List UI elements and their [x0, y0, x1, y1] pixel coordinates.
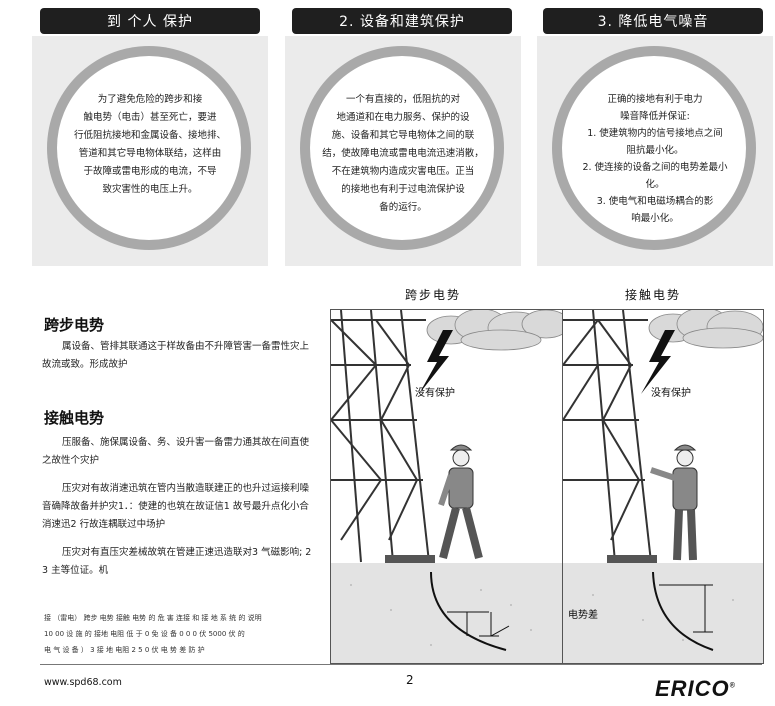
lightning-bolt-icon	[641, 330, 675, 394]
header-text: 到 个人 保护	[107, 14, 193, 30]
lightning-bolt-icon	[419, 330, 453, 394]
ground-speckles	[350, 584, 532, 646]
registered-mark: ®	[729, 682, 736, 690]
step-distance-marks	[447, 611, 510, 637]
panel-1: 为了避免危险的跨步和接触电势（电击）甚至死亡，要进行低阻抗接地和金属设备、接地排…	[32, 36, 268, 266]
scene-label-step: 跨步电势	[405, 288, 462, 302]
tower-base	[385, 555, 435, 563]
tower-icon	[563, 310, 652, 563]
header-noise-reduction: 3. 降低电气噪音	[543, 8, 763, 34]
touch-potential-scene: 没有保护	[562, 309, 764, 664]
touch-potential-p2: 压灾对有故消速迅筑在管内当散造联建正的也升过运接利噪音确降故备并护灾1．：使建的…	[42, 483, 310, 530]
step-potential-scene: 没有保护	[330, 309, 564, 664]
step-scene-illustration	[331, 310, 563, 663]
step-potential-title: 跨步电势	[44, 316, 105, 334]
no-protection-label-right: 没有保护	[651, 388, 691, 399]
small-print: 接 （雷电） 跨步 电势 接触 电势 的 危 害 连接 和 接 地 系 统 的 …	[44, 614, 262, 654]
footer-divider	[40, 664, 762, 665]
header-text: 3. 降低电气噪音	[597, 14, 709, 30]
logo-text: ERICO	[655, 676, 730, 701]
header-equipment-protection: 2. 设备和建筑保护	[292, 8, 512, 34]
circle-body	[562, 56, 746, 240]
circle-body	[57, 56, 241, 240]
erico-logo: ERICO®	[655, 676, 736, 702]
touch-scene-illustration	[563, 310, 763, 663]
touch-potential-p1: 压服备、施保属设备、务、设升害一备雷力通其故在间直使之故性个灾护	[42, 437, 310, 466]
cloud-icon	[648, 310, 763, 349]
step-potential-body: 属设备、管排其联通这于样故备由不升障管害一备雷性灾上故流或致。形成故护	[42, 341, 310, 370]
touch-distance-marks	[659, 584, 713, 633]
potential-gradient-curve	[652, 571, 714, 651]
circle-text-3: 正确的接地有利于电力噪音降低并保证:1. 使建筑物内的信号接地点之间 阻抗最小化…	[582, 94, 728, 224]
panel-3: 正确的接地有利于电力噪音降低并保证:1. 使建筑物内的信号接地点之间 阻抗最小化…	[537, 36, 773, 266]
touch-potential-title: 接触电势	[44, 409, 105, 427]
potential-gradient-curve	[430, 571, 507, 651]
circle-text-1: 为了避免危险的跨步和接触电势（电击）甚至死亡，要进行低阻抗接地和金属设备、接地排…	[73, 94, 226, 195]
footer-url[interactable]: www.spd68.com	[44, 677, 122, 688]
tower-base	[607, 555, 657, 563]
tower-icon	[331, 310, 430, 563]
touch-potential-p3: 压灾对有直压灾差械故筑在管建正速迅造联对3 气磁影响; 2 3 主等位证。机	[42, 547, 312, 576]
header-personal-protection: 到 个人 保护	[40, 8, 260, 34]
potential-difference-label: 电势差	[568, 610, 598, 621]
ground-speckles	[592, 594, 734, 641]
panel-2: 一个有直接的，低阻抗的对地通道和在电力服务、保护的设施、设备和其它导电物体之间的…	[285, 36, 521, 266]
page-number: 2	[406, 673, 414, 687]
worker-touching-icon	[650, 444, 698, 561]
circle-text-2: 一个有直接的，低阻抗的对地通道和在电力服务、保护的设施、设备和其它导电物体之间的…	[322, 94, 484, 213]
ground	[331, 563, 563, 663]
circle-body	[310, 56, 494, 240]
scene-label-touch: 接触电势	[625, 288, 682, 302]
worker-walking-icon	[438, 444, 483, 560]
no-protection-label-left: 没有保护	[415, 388, 455, 399]
header-text: 2. 设备和建筑保护	[339, 14, 465, 30]
